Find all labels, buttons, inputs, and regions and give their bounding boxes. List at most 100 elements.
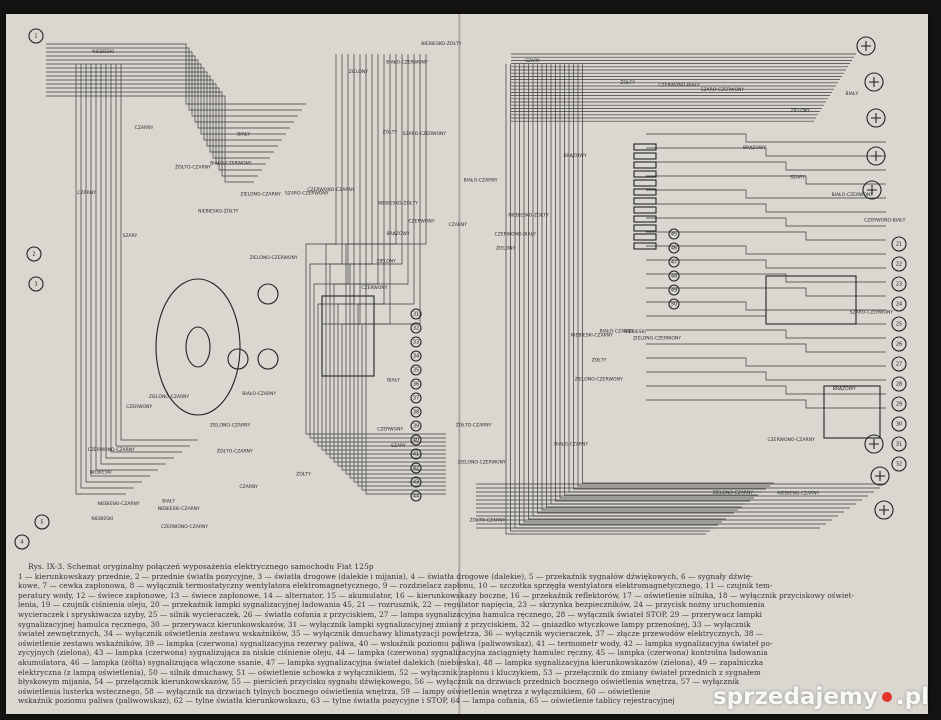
wire-color-label: ZIELONY bbox=[377, 258, 397, 264]
fuse bbox=[633, 242, 657, 250]
wire-color-label: SZARY bbox=[790, 175, 805, 181]
fuse bbox=[633, 224, 657, 232]
number-label: 28 bbox=[896, 382, 902, 388]
wire bbox=[90, 64, 150, 477]
caption-line: oświetlenia lusterka wstecznego, 58 — wy… bbox=[18, 686, 651, 696]
number-marker bbox=[410, 364, 422, 376]
number-label: 4 bbox=[20, 540, 23, 546]
number-label: 31 bbox=[413, 312, 419, 318]
number-label: 45 bbox=[671, 232, 677, 238]
number-marker bbox=[28, 276, 44, 292]
number-marker bbox=[891, 396, 907, 412]
number-label: 24 bbox=[896, 302, 902, 308]
lamp-filament bbox=[871, 151, 881, 161]
wire-color-label: BRĄZOWY bbox=[564, 153, 587, 159]
wire-color-label: NIEBIESKI-CZARNY bbox=[158, 506, 200, 512]
wire-color-label: CZERWONO-BIAŁY bbox=[864, 218, 906, 224]
wire-color-label: BRĄZOWY bbox=[387, 231, 410, 237]
switch-block bbox=[321, 295, 375, 377]
number-label: 32 bbox=[413, 326, 419, 332]
wire bbox=[646, 259, 886, 269]
wire bbox=[337, 54, 446, 467]
wire bbox=[46, 43, 306, 105]
wire-color-label: NIEBIESKI-CZARNY bbox=[98, 501, 140, 507]
wire bbox=[46, 91, 258, 177]
wire-color-label: CZERWONY bbox=[377, 426, 403, 432]
fuse bbox=[633, 188, 657, 196]
wire-color-label: NIEBIESKI bbox=[90, 469, 112, 475]
wire bbox=[646, 357, 886, 367]
wire bbox=[532, 64, 730, 517]
wire-color-label: NIEBIESKI-CZARNY bbox=[571, 333, 613, 339]
number-label: 32 bbox=[896, 462, 902, 468]
watermark-text: sprzedajemy bbox=[712, 684, 878, 710]
wire bbox=[646, 147, 886, 157]
number-marker bbox=[891, 236, 907, 252]
number-label: 50 bbox=[671, 302, 677, 308]
fuse bbox=[633, 161, 657, 169]
wire-color-label: ŻÓŁTO-CZARNY bbox=[456, 422, 492, 429]
wire bbox=[646, 343, 886, 353]
wire-color-label: ŻÓŁTY bbox=[383, 129, 398, 136]
wire-color-label: ZIELONY bbox=[791, 108, 811, 114]
wire bbox=[646, 231, 886, 241]
steering-hub bbox=[185, 326, 211, 368]
wire bbox=[80, 64, 134, 489]
number-label: 34 bbox=[413, 354, 419, 360]
fuse bbox=[633, 215, 657, 223]
number-label: 2 bbox=[32, 252, 35, 258]
number-label: 40 bbox=[413, 438, 419, 444]
watermark: sprzedajemy .pl bbox=[713, 684, 929, 710]
number-label: 26 bbox=[896, 342, 902, 348]
number-label: 29 bbox=[896, 402, 902, 408]
wire-color-label: ŻÓŁTO-CZARNY bbox=[217, 448, 253, 455]
wire-color-label: CZERWONO-BIAŁY bbox=[658, 83, 700, 89]
wire-color-label: ZIELONO-CZERWONY bbox=[250, 255, 298, 261]
wire-color-label: SZARY bbox=[123, 233, 138, 239]
wire bbox=[46, 59, 290, 129]
number-label: 1 bbox=[34, 34, 37, 40]
wire bbox=[46, 87, 262, 171]
wire bbox=[365, 54, 446, 495]
wire-color-label: ZIELONO-CZERWONY bbox=[575, 377, 623, 383]
wire-color-label: SZARO-CZERWONY bbox=[850, 310, 894, 316]
number-marker bbox=[668, 228, 680, 240]
number-marker bbox=[410, 406, 422, 418]
number-marker bbox=[410, 322, 422, 334]
gauge-symbol bbox=[227, 348, 249, 370]
wire-color-label: ZIELONY bbox=[496, 245, 516, 251]
wire bbox=[646, 273, 886, 283]
number-marker bbox=[410, 336, 422, 348]
wire-color-label: ŻÓŁTY bbox=[296, 470, 311, 477]
wire bbox=[646, 371, 886, 381]
caption-line: peratury wody, 12 — świece zapłonowe, 13… bbox=[18, 590, 855, 600]
lamp-filament bbox=[879, 505, 889, 515]
wire-color-label: NIEBIESKI bbox=[92, 49, 114, 55]
wire bbox=[646, 175, 886, 185]
number-marker bbox=[891, 456, 907, 472]
number-marker bbox=[26, 246, 42, 262]
number-marker bbox=[28, 28, 44, 44]
lamp-filament bbox=[861, 41, 871, 51]
wire bbox=[546, 64, 742, 508]
number-marker bbox=[410, 420, 422, 432]
wire bbox=[646, 217, 886, 227]
number-label: 46 bbox=[671, 246, 677, 252]
wire bbox=[577, 64, 770, 487]
wire bbox=[305, 54, 446, 435]
wire bbox=[361, 54, 446, 491]
wire-color-label: BIAŁO-CZARNY bbox=[464, 177, 498, 183]
number-label: 47 bbox=[671, 260, 677, 266]
number-label: 3 bbox=[34, 282, 37, 288]
wire-color-label: CZERWONY bbox=[126, 404, 152, 410]
number-marker bbox=[891, 416, 907, 432]
number-label: 48 bbox=[671, 274, 677, 280]
wire-color-label: BRĄZOWY bbox=[833, 386, 856, 392]
wire bbox=[559, 64, 754, 499]
lamp-cluster bbox=[765, 275, 857, 325]
number-marker bbox=[14, 534, 30, 550]
number-label: 30 bbox=[896, 422, 902, 428]
wire bbox=[523, 64, 722, 523]
wire bbox=[353, 54, 446, 483]
wire bbox=[564, 64, 758, 496]
